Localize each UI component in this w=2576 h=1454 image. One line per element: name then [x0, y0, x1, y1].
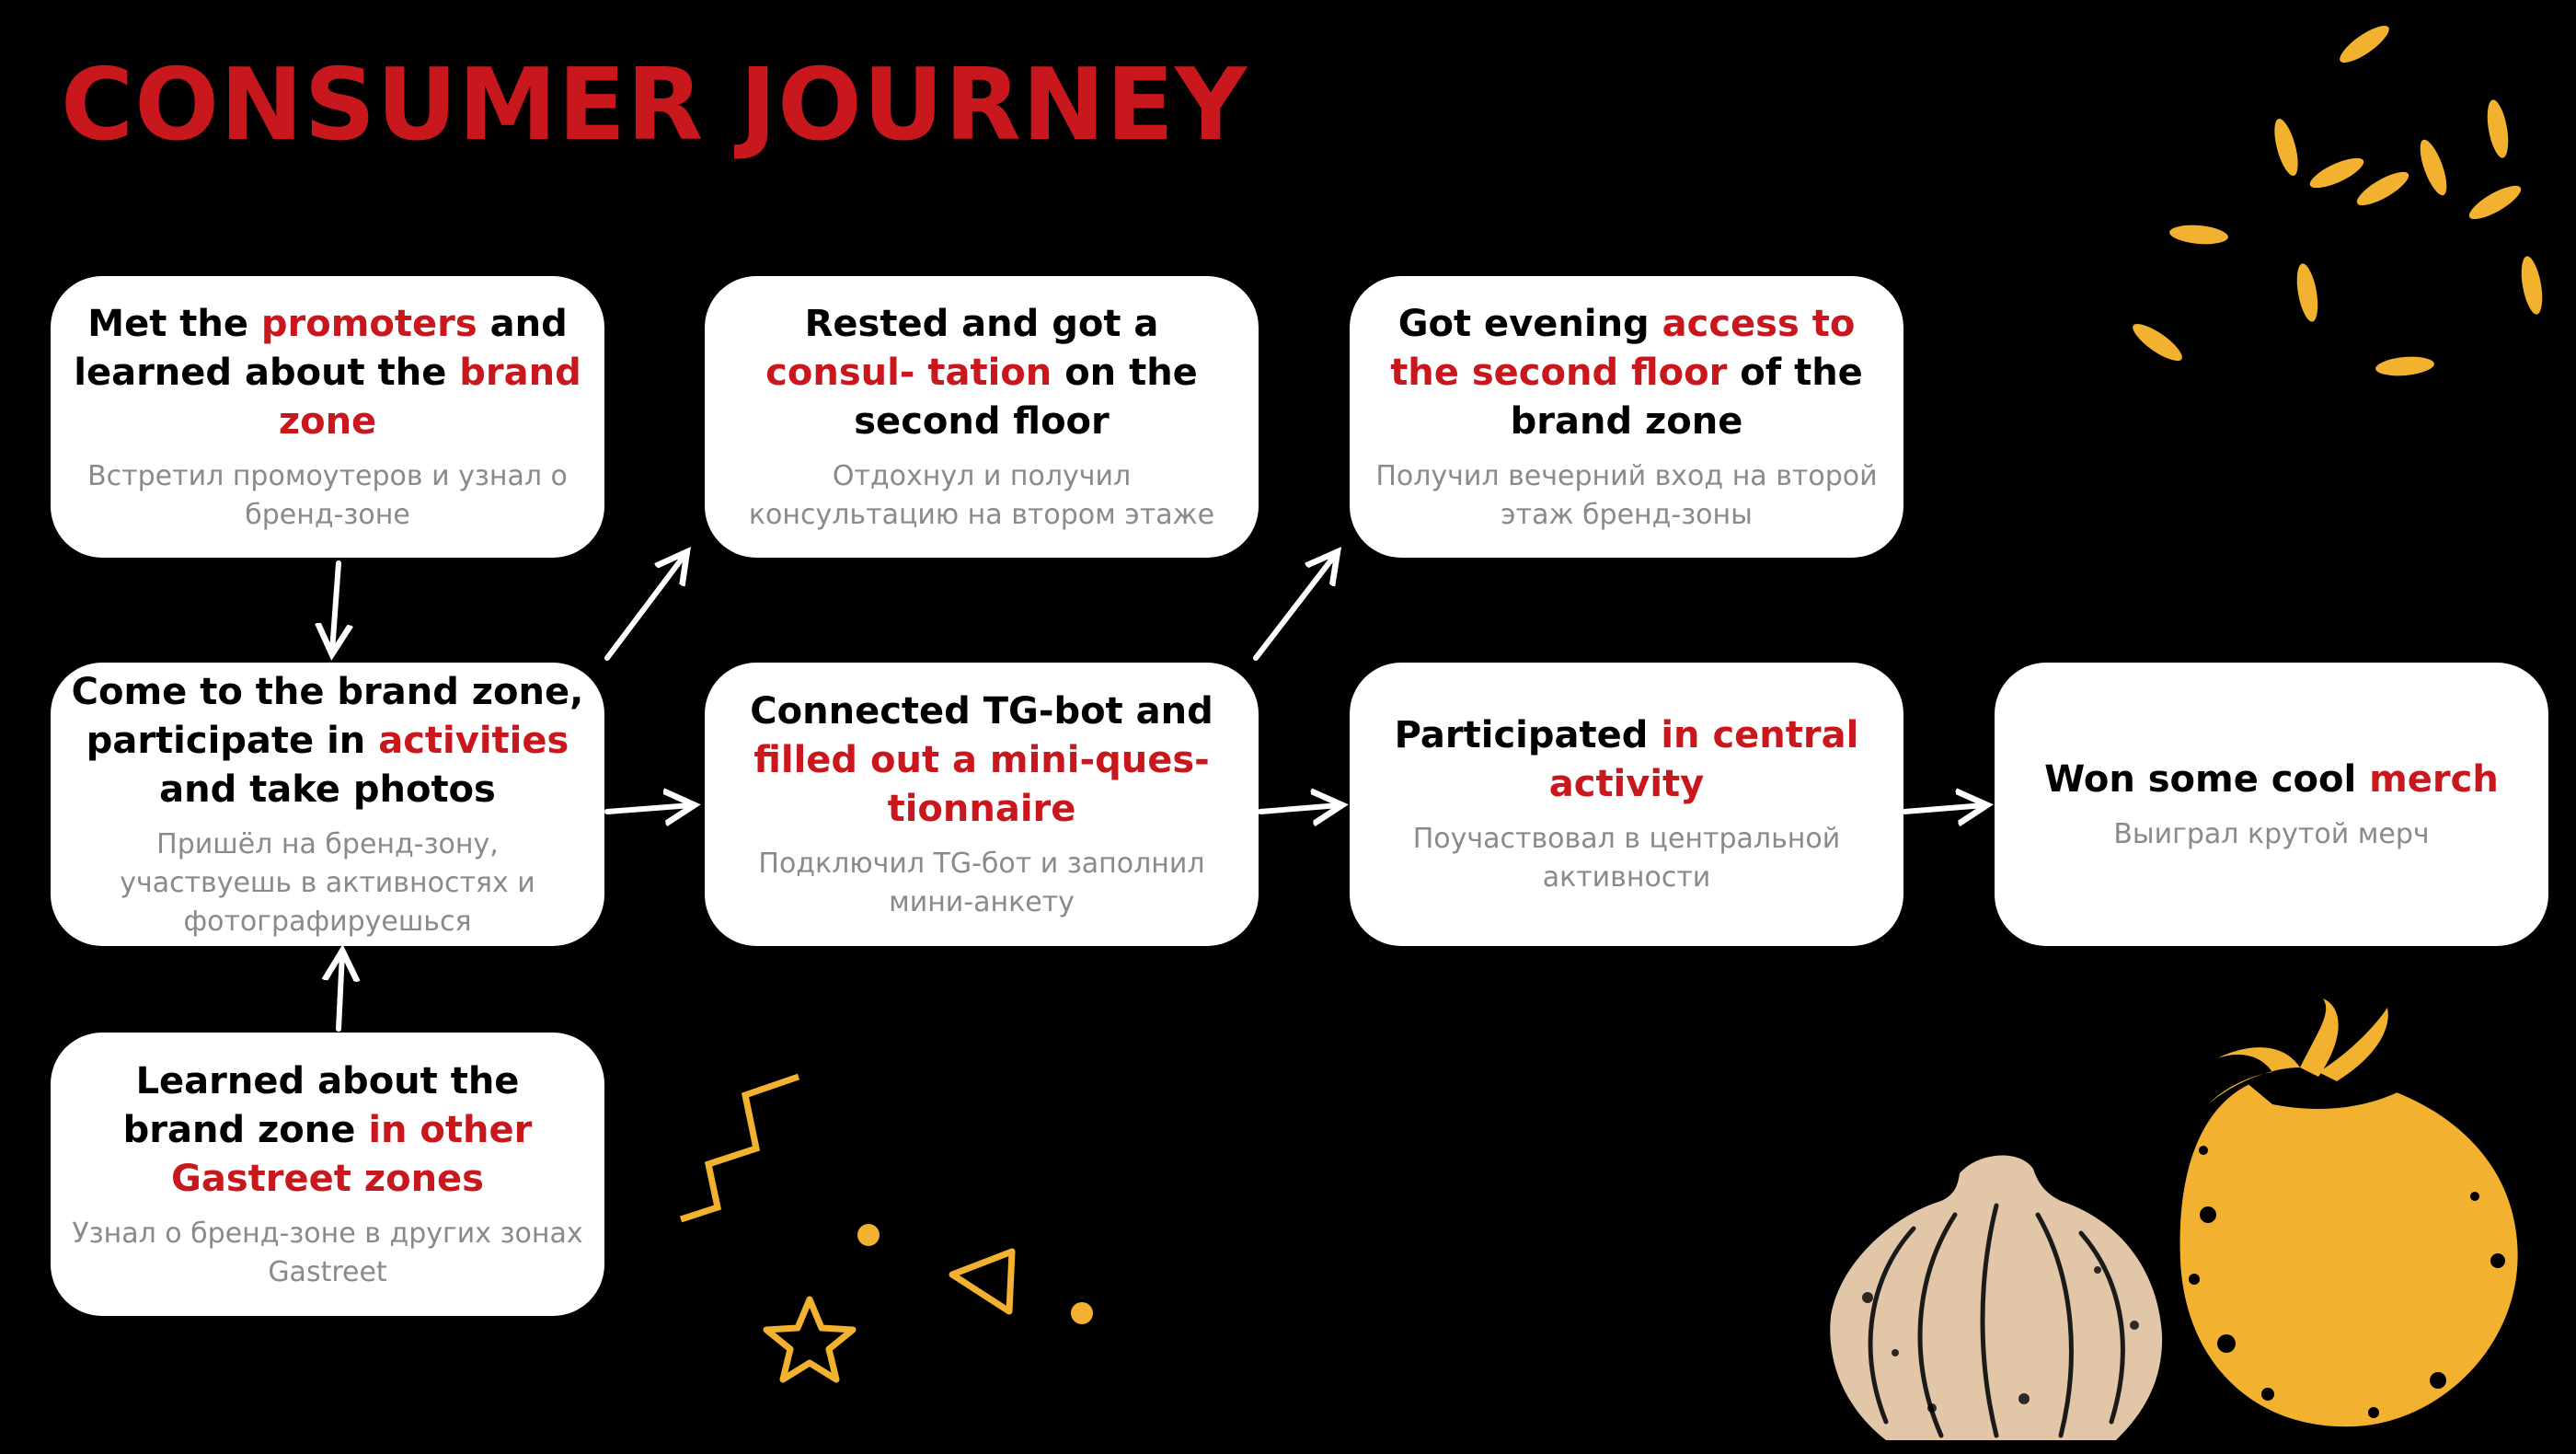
journey-arrows	[332, 554, 1984, 1032]
step-translation: Подключил TG-бот и заполнил мини-анкету	[758, 847, 1205, 918]
arrow-central-to-merch	[1902, 805, 1984, 812]
highlight-text: in other Gastreet zones	[171, 1108, 533, 1200]
step-title: Won some cool merch	[2044, 756, 2499, 804]
highlight-text: consul- tation	[765, 351, 1052, 394]
step-translation: Отдохнул и получил консультацию на второ…	[748, 459, 1215, 531]
star-decoration	[763, 1296, 857, 1383]
zigzag-decoration	[679, 1073, 800, 1223]
tomato-illustration	[2179, 998, 2518, 1427]
highlight-text: promoters	[260, 302, 477, 345]
step-text: of the brand zone	[1510, 351, 1863, 443]
step-text: and take photos	[159, 767, 496, 811]
step-translation: Выиграл крутой мерч	[2113, 817, 2430, 850]
step-card-evening-access: Got evening access to the second floor o…	[1350, 276, 1903, 558]
step-translation: Узнал о бренд-зоне в других зонах Gastre…	[72, 1217, 583, 1288]
step-card-learned-other-zones: Learned about the brand zone in other Ga…	[51, 1033, 604, 1316]
step-title: Connected TG-bot and filled out a mini-q…	[725, 687, 1238, 834]
step-translation: Получил вечерний вход на второй этаж бре…	[1375, 459, 1878, 531]
step-text: Met the	[87, 302, 261, 345]
step-translation: Встретил промоутеров и узнал о бренд-зон…	[87, 459, 568, 531]
step-title: Come to the brand zone, participate in a…	[71, 668, 584, 814]
step-translation: Пришёл на бренд-зону, участвуешь в актив…	[120, 827, 535, 938]
step-title: Got evening access to the second floor o…	[1370, 300, 1883, 446]
step-text: Won some cool	[2044, 757, 2370, 801]
step-title: Met the promoters and learned about the …	[71, 300, 584, 446]
triangle-decoration	[949, 1248, 1016, 1315]
dot-decoration	[857, 1224, 880, 1246]
step-text: and learned about the	[74, 302, 568, 394]
highlight-text: merch	[2369, 757, 2499, 801]
step-text: Learned about the brand zone	[122, 1059, 520, 1151]
step-title: Participated in central activity	[1370, 711, 1883, 809]
seeds-decoration	[2131, 24, 2545, 378]
step-text: Connected TG-bot and	[750, 689, 1213, 733]
step-card-met-promoters: Met the promoters and learned about the …	[51, 276, 604, 558]
step-title: Rested and got a consul- tation on the s…	[725, 300, 1238, 446]
arrow-learned-to-come	[339, 953, 342, 1032]
arrow-tgbot-to-central	[1258, 805, 1340, 812]
dot-decoration	[1071, 1302, 1093, 1324]
step-text: Got evening	[1397, 302, 1662, 345]
highlight-text: brand zone	[278, 351, 581, 443]
step-title: Learned about the brand zone in other Ga…	[71, 1057, 584, 1204]
step-card-come-to-brand-zone: Come to the brand zone, participate in a…	[51, 663, 604, 946]
step-card-rested-consultation: Rested and got a consul- tation on the s…	[705, 276, 1259, 558]
step-text: Come to the brand zone, participate in	[71, 670, 584, 762]
arrow-come-to-tgbot	[604, 805, 692, 812]
step-card-connected-tg-bot: Connected TG-bot and filled out a mini-q…	[705, 663, 1259, 946]
step-card-central-activity: Participated in central activity Поучаст…	[1350, 663, 1903, 946]
garlic-illustration	[1830, 1155, 2163, 1440]
arrow-come-to-rested	[604, 554, 685, 661]
step-text: Participated	[1394, 714, 1662, 756]
highlight-text: filled out a mini-ques- tionnaire	[753, 738, 1210, 830]
highlight-text: access to the second floor	[1390, 302, 1856, 394]
step-text: Rested and got a	[804, 302, 1159, 345]
page-title: CONSUMER JOURNEY	[61, 48, 1248, 163]
highlight-text: activities	[378, 719, 569, 762]
highlight-text: in central activity	[1548, 714, 1859, 805]
arrow-tgbot-to-evening	[1253, 554, 1336, 661]
arrow-met-promoters-to-come	[332, 560, 339, 652]
step-card-won-merch: Won some cool merch Выиграл крутой мерч	[1995, 663, 2548, 946]
step-translation: Поучаствовал в центральной активности	[1412, 823, 1841, 894]
step-text: on the second floor	[854, 351, 1198, 443]
